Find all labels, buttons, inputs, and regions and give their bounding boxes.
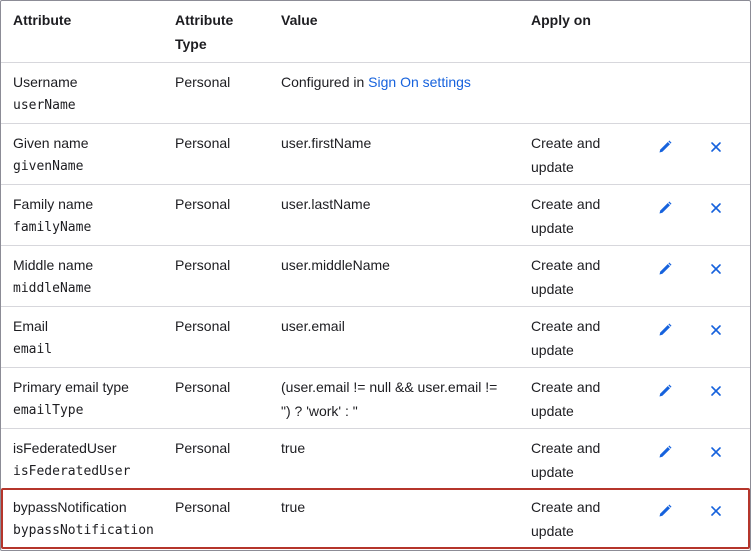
header-attribute: Attribute bbox=[13, 12, 72, 28]
header-apply-on: Apply on bbox=[531, 12, 591, 28]
value-text: user.firstName bbox=[281, 135, 372, 151]
close-icon[interactable] bbox=[707, 199, 725, 217]
apply-on-cell: Create and update bbox=[531, 131, 631, 179]
pencil-icon[interactable] bbox=[656, 199, 674, 217]
pencil-icon[interactable] bbox=[656, 138, 674, 156]
apply-on-line2: update bbox=[531, 464, 574, 480]
apply-on-line1: Create and bbox=[531, 440, 601, 456]
apply-on-line1: Create and bbox=[531, 257, 601, 273]
apply-on-line1: Create and bbox=[531, 196, 601, 212]
apply-on-line1: Create and bbox=[531, 135, 601, 151]
attribute-cell: Middle name middleName bbox=[13, 253, 163, 301]
attribute-type: Personal bbox=[175, 379, 231, 395]
table-row-family-name: Family name familyName Personal user.las… bbox=[1, 185, 750, 246]
attribute-variable: emailType bbox=[13, 403, 84, 418]
pencil-icon[interactable] bbox=[656, 321, 674, 339]
attribute-cell: Given name givenName bbox=[13, 131, 163, 179]
close-icon[interactable] bbox=[707, 138, 725, 156]
attribute-type: Personal bbox=[175, 318, 231, 334]
attribute-name: Username bbox=[13, 74, 78, 90]
table-row-bypass-notification: bypassNotification bypassNotification Pe… bbox=[1, 488, 750, 549]
apply-on-line2: update bbox=[531, 159, 574, 175]
header-attribute-type-line2: Type bbox=[175, 36, 207, 52]
apply-on-line2: update bbox=[531, 342, 574, 358]
close-icon[interactable] bbox=[707, 260, 725, 278]
table-row-is-federated-user: isFederatedUser isFederatedUser Personal… bbox=[1, 429, 750, 490]
value-text: user.lastName bbox=[281, 196, 371, 212]
pencil-icon[interactable] bbox=[656, 502, 674, 520]
value-text: Configured in bbox=[281, 74, 369, 90]
apply-on-cell: Create and update bbox=[531, 314, 631, 362]
apply-on-line1: Create and bbox=[531, 318, 601, 334]
attribute-type: Personal bbox=[175, 257, 231, 273]
close-icon[interactable] bbox=[707, 382, 725, 400]
attribute-variable: email bbox=[13, 342, 53, 357]
attribute-cell: Username userName bbox=[13, 70, 163, 118]
value-cell: (user.email != null && user.email != ") … bbox=[281, 375, 521, 423]
pencil-icon[interactable] bbox=[656, 443, 674, 461]
apply-on-cell: Create and update bbox=[531, 436, 631, 484]
close-icon[interactable] bbox=[707, 443, 725, 461]
attribute-variable: givenName bbox=[13, 159, 84, 174]
header-attribute-type: Attribute Type bbox=[175, 8, 270, 56]
attribute-variable: middleName bbox=[13, 281, 92, 296]
table-row-username: Username userName Personal Configured in… bbox=[1, 63, 750, 124]
attribute-name: Primary email type bbox=[13, 379, 129, 395]
attribute-name: isFederatedUser bbox=[13, 440, 117, 456]
value-text: true bbox=[281, 440, 306, 456]
table-header: Attribute Attribute Type Value Apply on bbox=[1, 1, 750, 63]
attribute-name: Given name bbox=[13, 135, 89, 151]
attribute-variable: familyName bbox=[13, 220, 92, 235]
attribute-variable: bypassNotification bbox=[13, 523, 154, 538]
attribute-cell: Primary email type emailType bbox=[13, 375, 163, 423]
attribute-name: Family name bbox=[13, 196, 94, 212]
attribute-type: Personal bbox=[175, 135, 231, 151]
attribute-cell: Email email bbox=[13, 314, 163, 362]
table-row-email: Email email Personal user.email Create a… bbox=[1, 307, 750, 368]
attribute-type: Personal bbox=[175, 499, 231, 515]
pencil-icon[interactable] bbox=[656, 382, 674, 400]
attribute-name: Email bbox=[13, 318, 49, 334]
header-attribute-type-line1: Attribute bbox=[175, 12, 234, 28]
sign-on-settings-link[interactable]: Sign On settings bbox=[368, 74, 471, 90]
apply-on-cell: Create and update bbox=[531, 375, 631, 423]
apply-on-line1: Create and bbox=[531, 499, 601, 515]
pencil-icon[interactable] bbox=[656, 260, 674, 278]
header-value: Value bbox=[281, 12, 318, 28]
attribute-name: Middle name bbox=[13, 257, 94, 273]
attribute-name: bypassNotification bbox=[13, 499, 127, 515]
value-text: user.middleName bbox=[281, 257, 390, 273]
apply-on-cell: Create and update bbox=[531, 192, 631, 240]
table-row-middle-name: Middle name middleName Personal user.mid… bbox=[1, 246, 750, 307]
apply-on-cell: Create and update bbox=[531, 253, 631, 301]
value-text: user.email bbox=[281, 318, 345, 334]
value-cell: Configured in Sign On settings bbox=[281, 70, 521, 94]
value-line2: ") ? 'work' : " bbox=[281, 403, 358, 419]
apply-on-line1: Create and bbox=[531, 379, 601, 395]
attribute-cell: Family name familyName bbox=[13, 192, 163, 240]
value-line1: (user.email != null && user.email != bbox=[281, 379, 498, 395]
apply-on-line2: update bbox=[531, 403, 574, 419]
close-icon[interactable] bbox=[707, 502, 725, 520]
attribute-cell: isFederatedUser isFederatedUser bbox=[13, 436, 163, 484]
apply-on-line2: update bbox=[531, 281, 574, 297]
attribute-variable: userName bbox=[13, 98, 76, 113]
apply-on-cell: Create and update bbox=[531, 495, 631, 543]
attribute-type: Personal bbox=[175, 74, 231, 90]
attribute-type: Personal bbox=[175, 440, 231, 456]
table-row-given-name: Given name givenName Personal user.first… bbox=[1, 124, 750, 185]
attribute-variable: isFederatedUser bbox=[13, 464, 131, 479]
attribute-cell: bypassNotification bypassNotification bbox=[13, 495, 163, 543]
close-icon[interactable] bbox=[707, 321, 725, 339]
table-row-primary-email-type: Primary email type emailType Personal (u… bbox=[1, 368, 750, 429]
value-text: true bbox=[281, 499, 306, 515]
attribute-type: Personal bbox=[175, 196, 231, 212]
apply-on-line2: update bbox=[531, 220, 574, 236]
apply-on-line2: update bbox=[531, 523, 574, 539]
